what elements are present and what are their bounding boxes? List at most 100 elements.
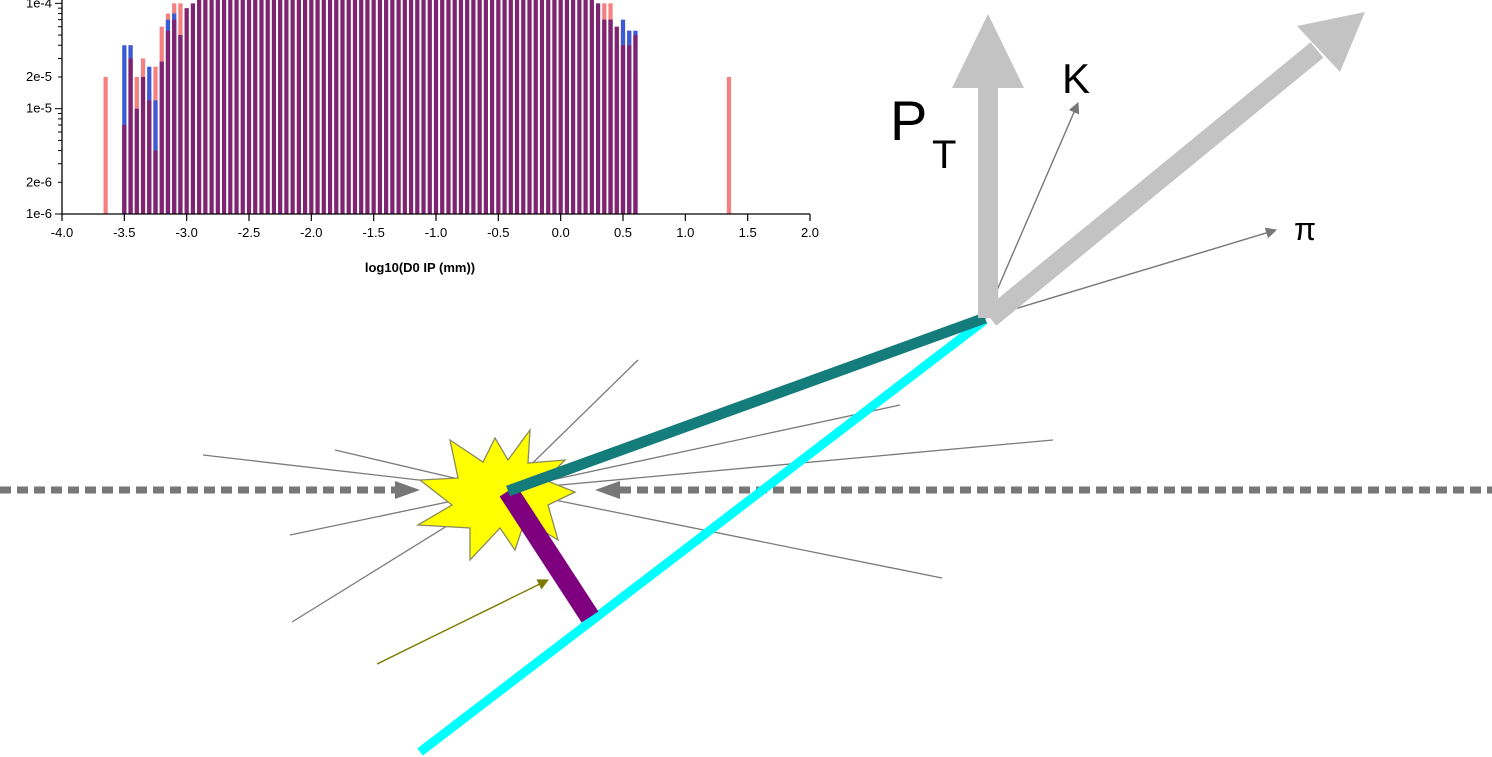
y-tick-label: 1e-4: [26, 0, 52, 10]
histogram-bar: [234, 0, 239, 214]
prompt-track: [504, 439, 1054, 491]
histogram-bar: [458, 0, 464, 214]
x-axis-title: log10(D0 IP (mm)): [365, 260, 475, 275]
x-tick-label: 0.0: [552, 225, 570, 240]
histogram-bar: [496, 0, 501, 214]
histogram-bar: [384, 0, 389, 214]
beam-arrow-left-icon: [595, 481, 620, 499]
histogram-bar: [552, 0, 557, 214]
histogram-bar: [284, 0, 289, 214]
histogram-bar: [489, 0, 495, 214]
x-tick-label: 0.5: [614, 225, 632, 240]
y-tick-label: 1e-5: [26, 101, 52, 116]
histogram-bar: [240, 0, 245, 214]
histogram-bar: [271, 0, 277, 214]
x-tick-label: 2.0: [801, 225, 819, 240]
histogram-bar: [340, 0, 345, 214]
histogram-bar: [172, 19, 177, 215]
histogram-bar: [633, 35, 638, 214]
histogram-bar: [427, 0, 432, 214]
histogram-bar: [396, 0, 401, 214]
x-tick-label: -2.0: [300, 225, 322, 240]
histogram-bar: [589, 0, 594, 214]
histogram-bar: [521, 0, 526, 214]
prompt-track: [504, 489, 943, 579]
histogram-bar: [296, 0, 301, 214]
histogram-bar: [726, 76, 732, 214]
x-tick-label: -4.0: [51, 225, 73, 240]
histogram-bar: [140, 76, 146, 214]
histogram-bar: [602, 19, 607, 215]
pt-diagonal-arrow-shaft: [983, 42, 1324, 326]
histogram-bar: [190, 3, 196, 215]
histogram-bar: [215, 0, 220, 214]
histogram-bar: [122, 124, 127, 214]
pion-label: π: [1294, 211, 1316, 247]
histogram-bar: [595, 3, 601, 215]
y-tick-label: 2e-6: [26, 174, 52, 189]
kaon-label: K: [1062, 55, 1090, 102]
histogram-bar: [483, 0, 488, 214]
histogram-bar: [359, 0, 364, 214]
x-tick-label: 1.5: [739, 225, 757, 240]
histogram-bar: [527, 0, 532, 214]
histogram-bar: [290, 0, 295, 214]
histogram-bars: [103, 0, 732, 215]
histogram-bar: [209, 0, 214, 214]
histogram-bar: [228, 0, 233, 214]
beam-arrow-right-icon: [395, 481, 420, 499]
histogram-bar: [614, 26, 619, 215]
histogram-bar: [402, 0, 407, 214]
histogram-bar: [159, 61, 164, 215]
histogram-bar: [415, 0, 420, 214]
d0-flight-line: [506, 312, 987, 497]
pt-label: P: [890, 89, 927, 152]
histogram-bar: [533, 0, 538, 214]
histogram-bar: [178, 35, 183, 214]
histogram-bar: [620, 45, 626, 215]
histogram-bar: [165, 30, 171, 215]
histogram-bar: [477, 0, 482, 214]
histogram-bar: [128, 58, 133, 214]
histogram-bar: [278, 0, 283, 214]
pt-diagonal-arrowhead-icon: [1297, 12, 1365, 72]
histogram-bar: [315, 0, 320, 214]
histogram-bar: [564, 0, 570, 214]
ip-pointer-arrow: [376, 579, 550, 665]
y-tick-label: 1e-6: [26, 206, 52, 221]
pt-subscript-label: T: [932, 133, 956, 177]
histogram-bar: [377, 0, 383, 214]
histogram-bar: [265, 0, 270, 214]
prompt-track: [504, 404, 901, 491]
histogram-bar: [440, 0, 445, 214]
histogram-bar: [203, 0, 208, 214]
impact-parameter-bar: [499, 485, 599, 623]
pt-vertical-arrowhead-icon: [952, 14, 1024, 88]
histogram-bar: [197, 0, 202, 214]
histogram-bar: [334, 0, 339, 214]
histogram-bar: [259, 0, 264, 214]
primary-vertex-burst-icon: [415, 427, 577, 562]
histogram-bar: [502, 0, 507, 214]
histogram-bar: [246, 0, 252, 214]
beam-line: [0, 481, 1492, 499]
histogram-bar: [253, 0, 258, 214]
histogram-bar: [134, 108, 139, 214]
x-tick-label: -3.0: [175, 225, 197, 240]
x-tick-label: -3.5: [113, 225, 135, 240]
histogram-bar: [365, 0, 370, 214]
histogram-bar: [147, 100, 152, 214]
histogram-bar: [371, 0, 376, 214]
histogram-bar: [184, 8, 189, 214]
histogram-bar: [465, 0, 470, 214]
histogram-bar: [446, 0, 451, 214]
histogram-bar: [471, 0, 476, 214]
pt-arrows: [952, 12, 1365, 326]
x-tick-label: -1.0: [425, 225, 447, 240]
histogram-bar: [583, 0, 588, 214]
histogram-bar: [539, 0, 545, 214]
histogram-bar: [514, 0, 520, 214]
histogram-bar: [577, 0, 582, 214]
